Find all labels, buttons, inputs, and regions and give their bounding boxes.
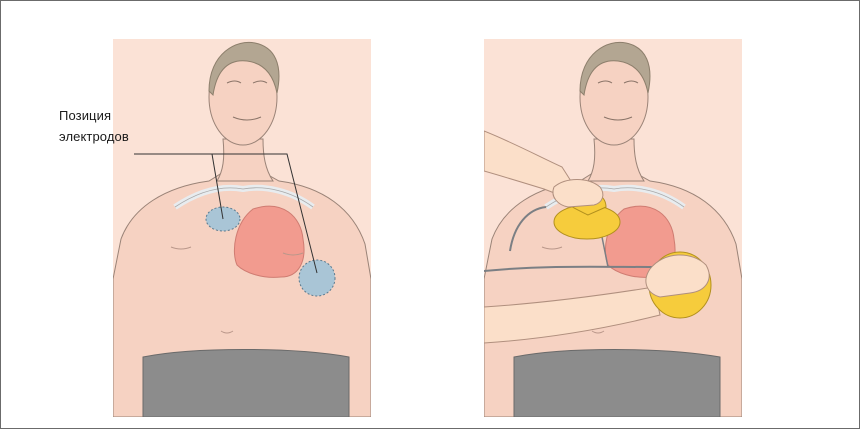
electrode-position-label: Позиция электродов (59, 105, 129, 147)
electrode-label-line2: электродов (59, 126, 129, 147)
patient-illustration-right (484, 39, 742, 417)
pants (514, 350, 720, 418)
hand-upper (553, 180, 603, 208)
electrode-label-line1: Позиция (59, 105, 129, 126)
defibrillation-panel (484, 39, 742, 417)
